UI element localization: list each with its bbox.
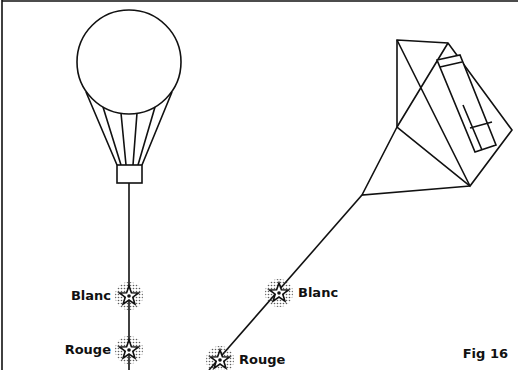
kite-bridle (362, 127, 470, 195)
signal-label: Rouge (239, 353, 285, 367)
kite-line (209, 195, 362, 370)
kite-frame (397, 40, 512, 186)
balloon-envelope (77, 10, 181, 114)
signal-label: Blanc (298, 286, 338, 300)
balloon-ropes (86, 92, 172, 165)
signal-star (115, 282, 143, 310)
signal-star (265, 279, 293, 307)
frame-line (2, 0, 518, 2)
signal-label: Rouge (65, 343, 111, 357)
kite-box (437, 55, 496, 152)
balloon-basket (117, 165, 142, 183)
signal-star (206, 346, 234, 370)
signal-star (115, 336, 143, 364)
signal-label: Blanc (71, 289, 111, 303)
figure-caption: Fig 16 (463, 347, 508, 361)
frame-line (1, 0, 3, 370)
kite-box-detail (440, 62, 492, 150)
